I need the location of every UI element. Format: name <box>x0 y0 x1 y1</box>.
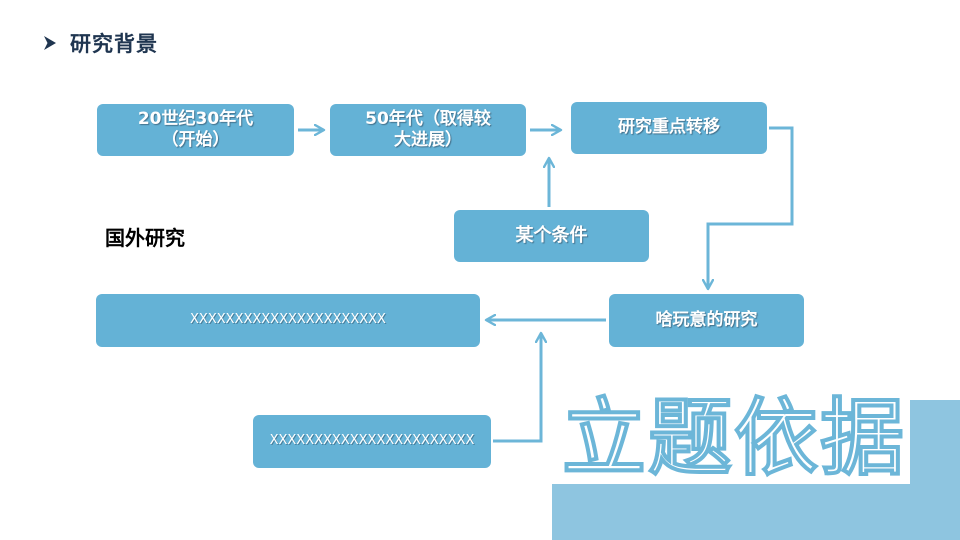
chevron-right-icon <box>44 36 56 50</box>
page-title: 研究背景 <box>70 32 158 56</box>
box-label: 某个条件 <box>515 224 588 246</box>
box-label: 50年代（取得较 大进展） <box>365 108 491 150</box>
box-label: 20世纪30年代 （开始） <box>137 108 254 150</box>
side-label: 国外研究 <box>105 226 185 250</box>
box-label: 啥玩意的研究 <box>655 309 758 330</box>
box-research-shift: 研究重点转移 <box>571 102 767 154</box>
box-label: XXXXXXXXXXXXXXXXXXXXXXX <box>269 433 475 449</box>
arrow-b7-to-main <box>493 333 541 443</box>
box-label: XXXXXXXXXXXXXXXXXXXXXX <box>190 312 386 328</box>
box-1950s-progress: 50年代（取得较 大进展） <box>330 104 526 156</box>
watermark-text: 立题依据 <box>562 392 907 484</box>
box-1930s-start: 20世纪30年代 （开始） <box>97 104 294 156</box>
footer-band <box>552 484 960 540</box>
watermark-wrap: 立题依据 <box>562 392 912 484</box>
box-placeholder-1: XXXXXXXXXXXXXXXXXXXXXX <box>96 294 480 347</box>
arrow-b3-to-b5 <box>708 126 794 289</box>
footer-tab <box>910 400 960 484</box>
box-condition: 某个条件 <box>454 210 649 262</box>
box-label: 研究重点转移 <box>618 117 720 138</box>
box-research-topic: 啥玩意的研究 <box>609 294 804 347</box>
box-placeholder-2: XXXXXXXXXXXXXXXXXXXXXXX <box>253 415 491 468</box>
header: 研究背景 <box>42 28 158 58</box>
